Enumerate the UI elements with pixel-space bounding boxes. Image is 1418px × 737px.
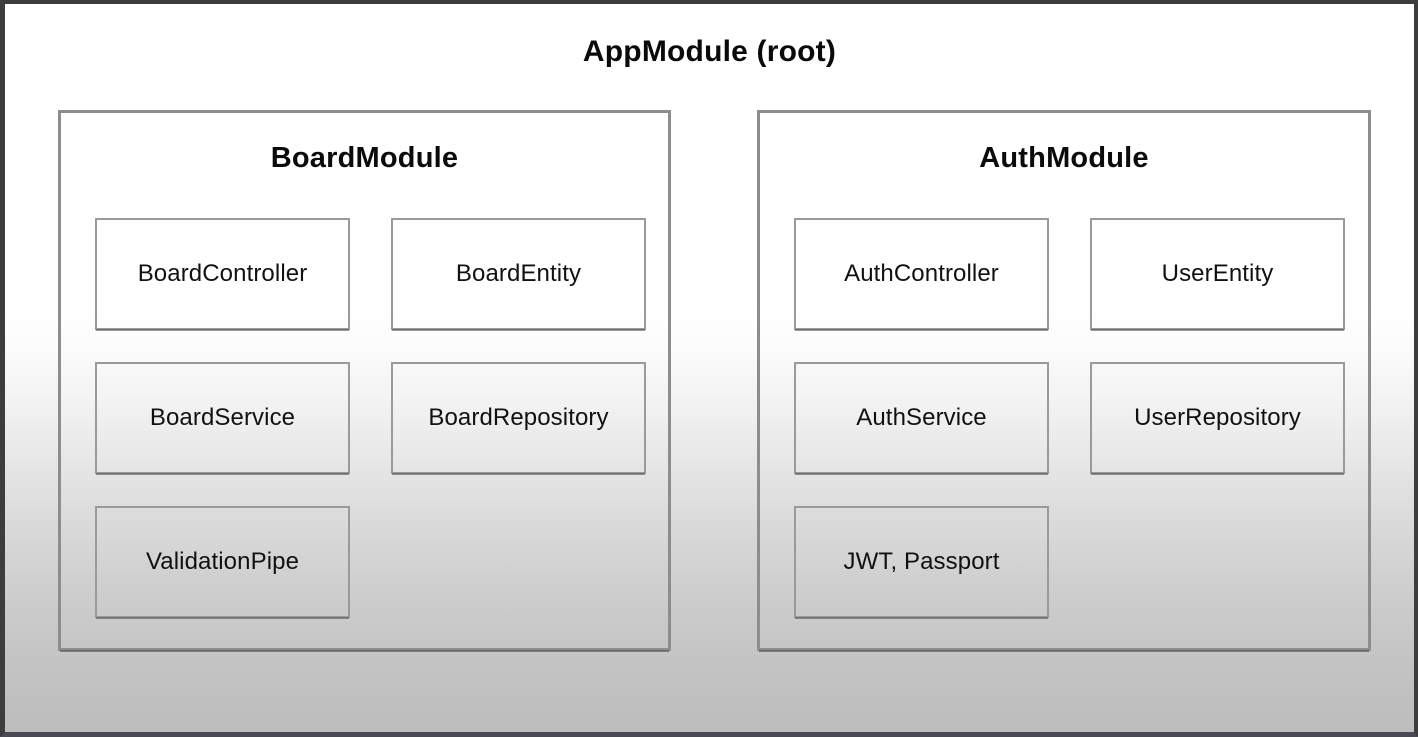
component-box-auth-controller: AuthController — [794, 218, 1049, 331]
component-box-user-entity: UserEntity — [1090, 218, 1345, 331]
component-label-validation-pipe: ValidationPipe — [145, 548, 300, 575]
component-label-auth-service: AuthService — [856, 404, 987, 431]
root-module-title: AppModule (root) — [582, 35, 837, 68]
component-label-jwt-passport: JWT, Passport — [843, 548, 1000, 575]
component-label-board-service: BoardService — [149, 404, 296, 431]
component-box-user-repository: UserRepository — [1090, 362, 1345, 475]
component-box-board-service: BoardService — [95, 362, 350, 475]
component-label-user-repository: UserRepository — [1134, 404, 1301, 431]
module-title-board: BoardModule — [270, 142, 459, 174]
component-label-board-entity: BoardEntity — [455, 260, 582, 287]
component-box-board-entity: BoardEntity — [391, 218, 646, 331]
component-box-jwt-passport: JWT, Passport — [794, 506, 1049, 619]
module-container-auth: AuthModule AuthController UserEntity Aut… — [757, 110, 1371, 652]
component-label-user-entity: UserEntity — [1161, 260, 1274, 287]
component-label-auth-controller: AuthController — [844, 260, 999, 287]
component-label-board-repository: BoardRepository — [428, 404, 609, 431]
module-container-board: BoardModule BoardController BoardEntity … — [58, 110, 671, 652]
component-box-auth-service: AuthService — [794, 362, 1049, 475]
module-title-auth: AuthModule — [979, 142, 1149, 174]
component-box-validation-pipe: ValidationPipe — [95, 506, 350, 619]
component-box-board-repository: BoardRepository — [391, 362, 646, 475]
component-box-board-controller: BoardController — [95, 218, 350, 331]
component-label-board-controller: BoardController — [137, 260, 308, 287]
